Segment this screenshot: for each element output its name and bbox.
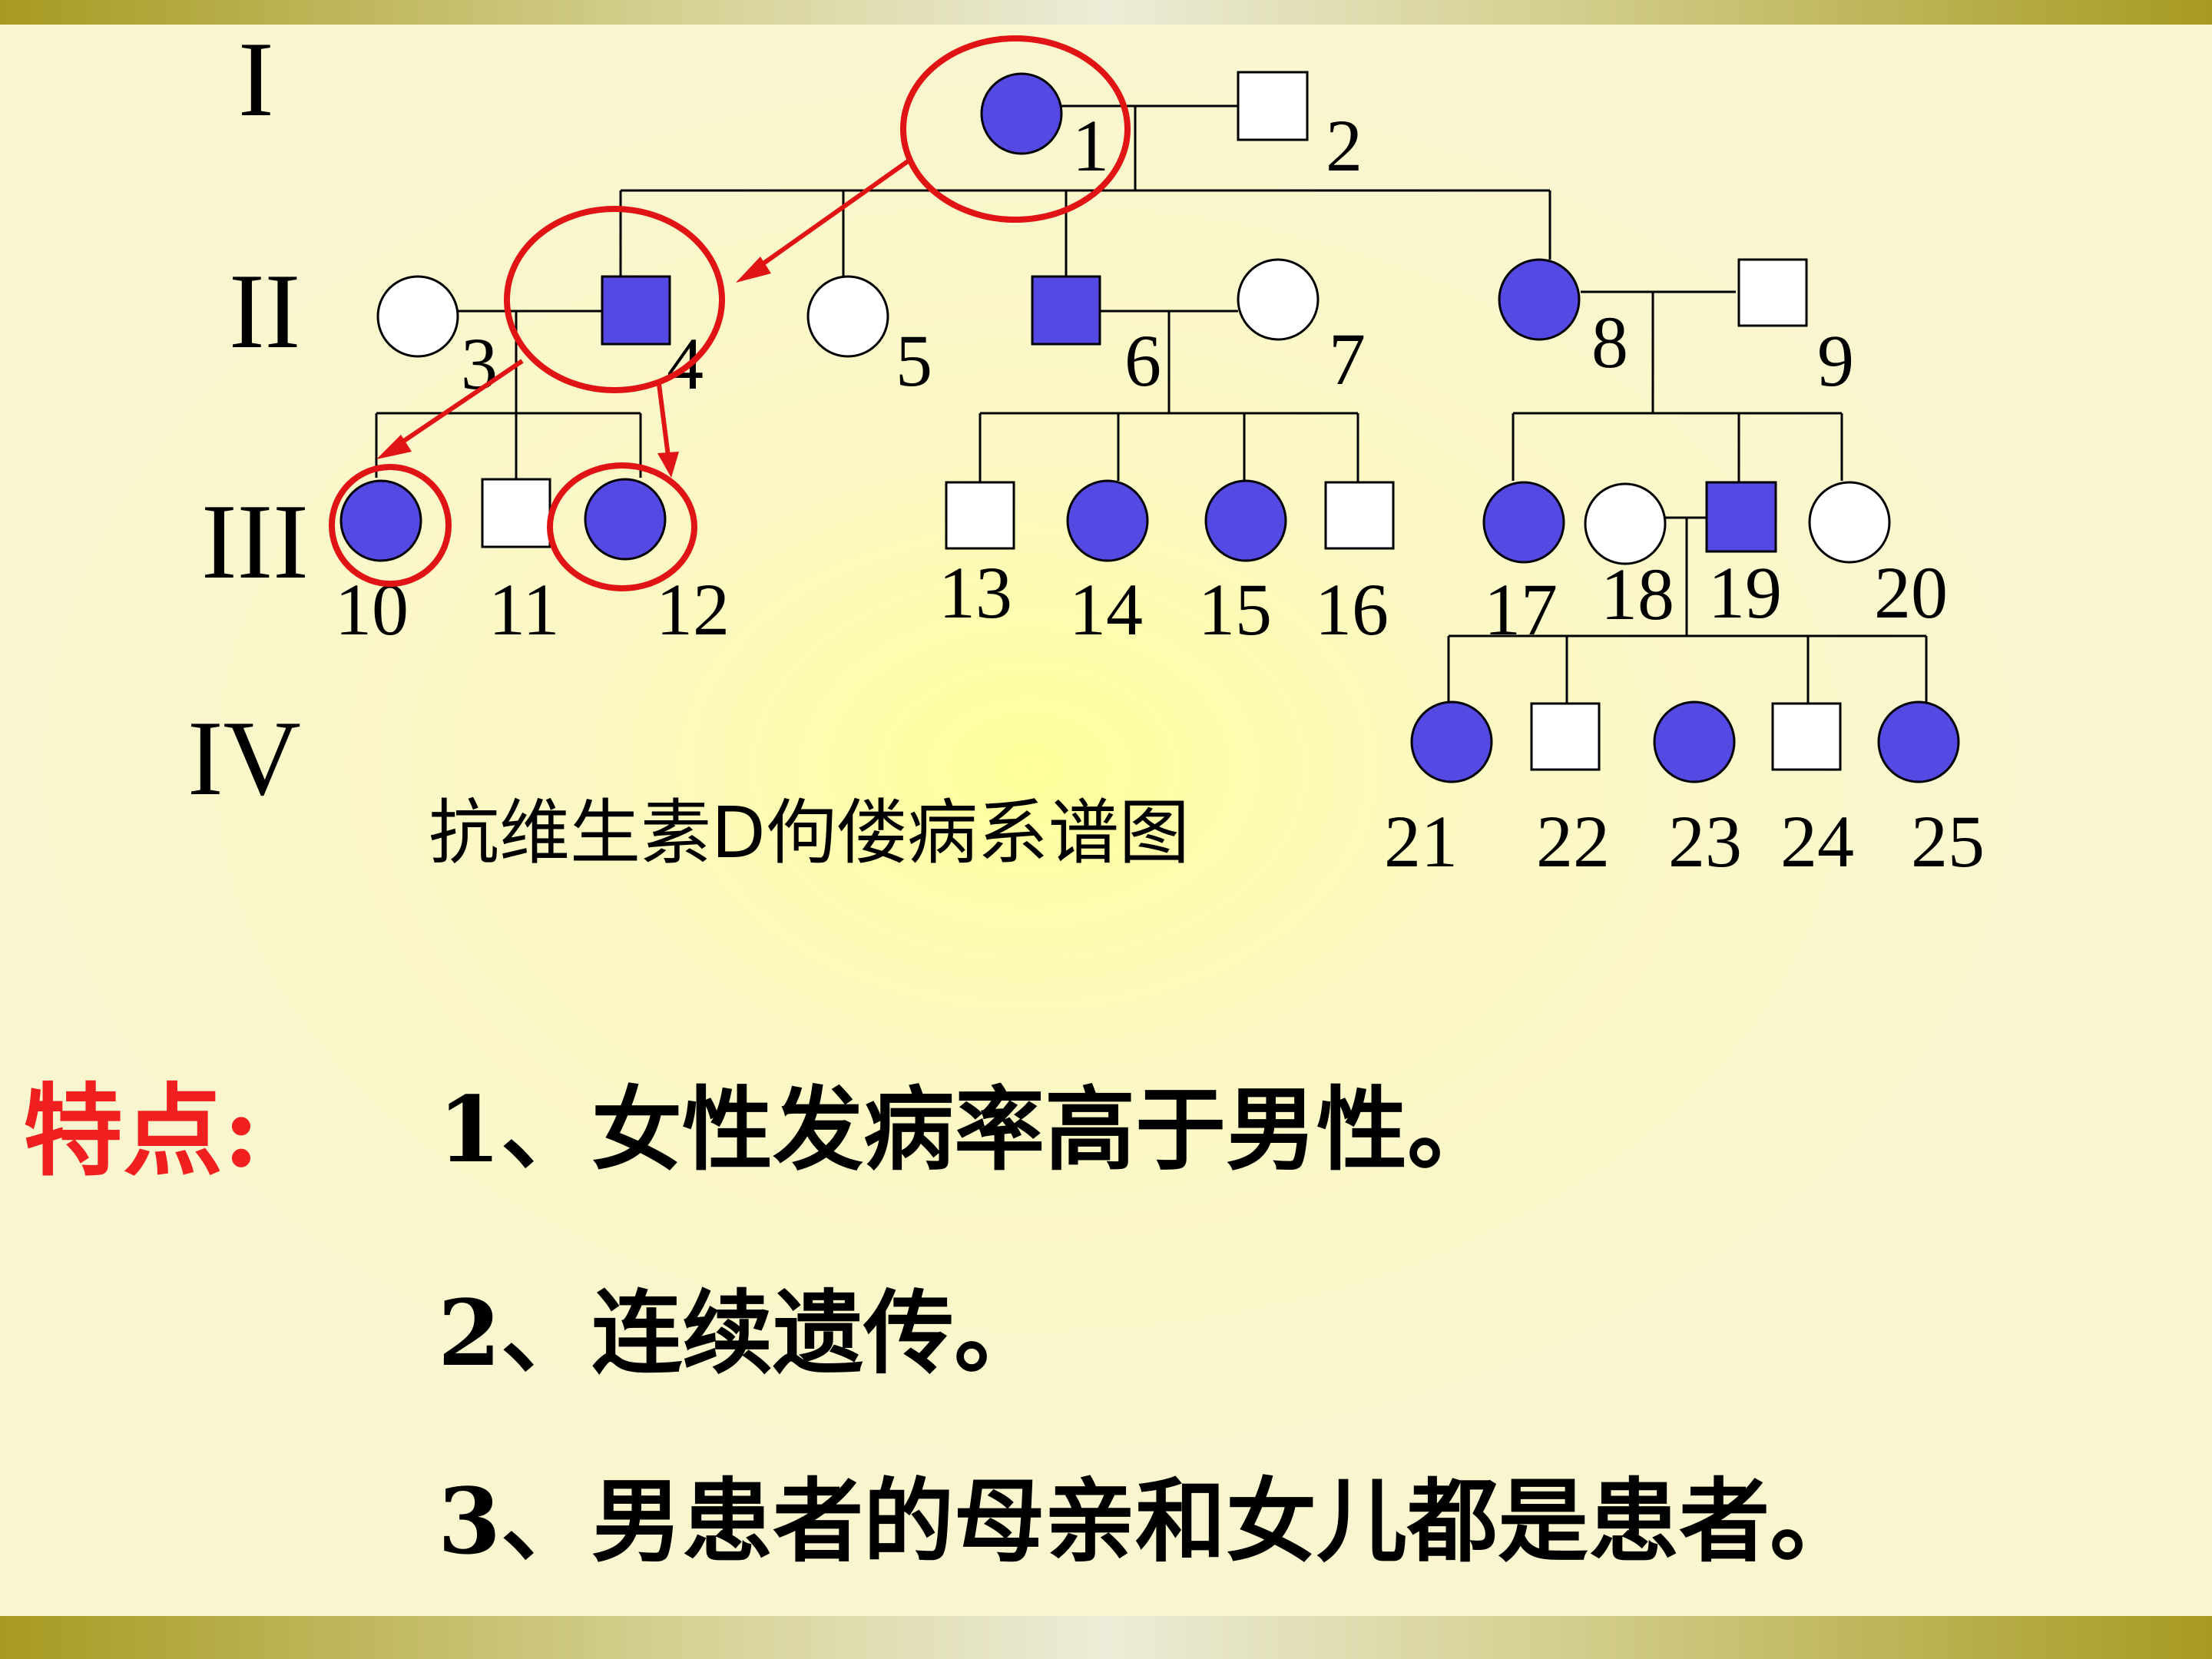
individual-label-7: 7 xyxy=(1329,318,1366,400)
male-unaffected-symbol xyxy=(1237,71,1309,141)
male-affected-symbol xyxy=(601,275,671,346)
male-unaffected-symbol xyxy=(1530,702,1601,771)
individual-label-8: 8 xyxy=(1591,301,1628,383)
individual-label-21: 21 xyxy=(1384,800,1458,882)
top-decorative-bar xyxy=(0,0,2212,25)
highlight-circle-12 xyxy=(547,462,697,591)
highlight-circle-1 xyxy=(900,35,1131,223)
individual-label-19: 19 xyxy=(1708,551,1782,634)
female-unaffected-symbol xyxy=(1237,258,1320,341)
male-unaffected-symbol xyxy=(481,478,551,548)
generation-label-1: I xyxy=(238,20,274,139)
female-affected-symbol xyxy=(1482,481,1565,564)
female-unaffected-symbol xyxy=(1584,482,1667,565)
female-affected-symbol xyxy=(1498,258,1581,341)
individual-label-4: 4 xyxy=(667,323,704,405)
female-affected-symbol xyxy=(339,479,422,562)
generation-label-2: II xyxy=(229,252,300,371)
female-affected-symbol xyxy=(584,478,667,561)
individual-label-20: 20 xyxy=(1874,551,1948,634)
arrowhead-icon xyxy=(376,435,412,459)
female-affected-symbol xyxy=(980,72,1063,155)
female-affected-symbol xyxy=(1204,479,1287,562)
individual-label-9: 9 xyxy=(1817,320,1854,402)
female-affected-symbol xyxy=(1877,700,1960,783)
individual-label-15: 15 xyxy=(1198,568,1272,651)
individual-label-25: 25 xyxy=(1911,800,1985,882)
generation-label-3: III xyxy=(201,482,309,601)
female-unaffected-symbol xyxy=(376,275,459,358)
arrowhead-icon xyxy=(736,257,771,283)
male-unaffected-symbol xyxy=(1324,481,1395,550)
individual-number-labels: 1 2 3 4 5 6 7 8 9 10 11 12 13 14 15 16 1… xyxy=(335,104,1985,882)
individual-label-18: 18 xyxy=(1601,553,1674,635)
generation-label-4: IV xyxy=(187,699,301,818)
feature-item-3: 3、男患者的母亲和女儿都是患者。 xyxy=(438,1468,1861,1575)
individual-label-13: 13 xyxy=(939,551,1012,634)
individual-label-5: 5 xyxy=(896,320,932,402)
female-affected-symbol xyxy=(1653,700,1736,783)
female-affected-symbol xyxy=(1410,700,1493,783)
individual-label-14: 14 xyxy=(1069,568,1143,651)
feature-item-2: 2、连续遗传。 xyxy=(438,1280,1045,1386)
individual-label-2: 2 xyxy=(1326,104,1363,187)
individual-label-16: 16 xyxy=(1315,568,1389,651)
pedigree-lines xyxy=(375,104,1928,704)
female-unaffected-symbol xyxy=(806,275,889,358)
individual-label-12: 12 xyxy=(656,568,730,651)
individual-label-23: 23 xyxy=(1668,800,1742,882)
pedigree-caption: 抗维生素D佝偻病系谱图 xyxy=(429,792,1190,874)
highlight-circle-4 xyxy=(504,206,725,393)
female-affected-symbol xyxy=(1066,479,1149,562)
male-unaffected-symbol xyxy=(945,481,1015,550)
male-unaffected-symbol xyxy=(1737,258,1808,327)
male-affected-symbol xyxy=(1031,275,1101,346)
individual-label-17: 17 xyxy=(1484,568,1558,651)
male-affected-symbol xyxy=(1705,481,1777,553)
highlight-circle-10 xyxy=(329,464,452,587)
highlight-arrows xyxy=(376,159,909,478)
individual-label-6: 6 xyxy=(1124,320,1161,402)
male-unaffected-symbol xyxy=(1771,702,1842,771)
feature-item-1: 1、女性发病率高于男性。 xyxy=(438,1076,1498,1183)
individual-label-24: 24 xyxy=(1780,800,1854,882)
individual-label-11: 11 xyxy=(488,568,559,651)
bottom-decorative-bar xyxy=(0,1616,2212,1659)
individual-label-1: 1 xyxy=(1072,104,1109,187)
female-unaffected-symbol xyxy=(1808,481,1891,564)
arrowhead-icon xyxy=(657,452,679,478)
individual-label-22: 22 xyxy=(1536,800,1610,882)
features-title: 特点: xyxy=(23,1072,260,1190)
